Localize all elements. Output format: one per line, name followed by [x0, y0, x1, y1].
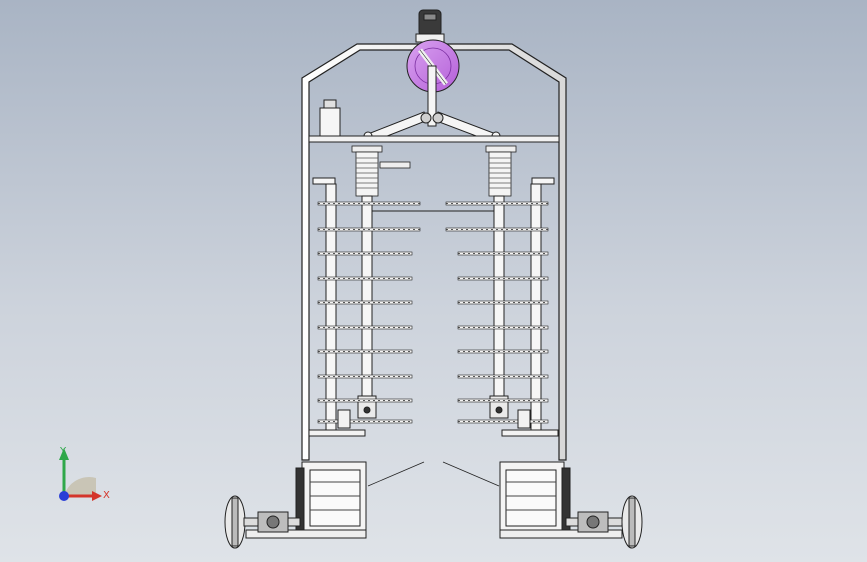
bottom-plates — [308, 409, 559, 437]
outer-frame — [301, 43, 567, 461]
right-roller-box — [499, 461, 571, 537]
control-box — [319, 99, 341, 137]
top-motor — [415, 9, 445, 43]
base-rails — [245, 529, 623, 539]
y-axis-label: Y — [59, 446, 67, 457]
linkage-arms — [363, 65, 501, 143]
crossbar — [308, 135, 560, 143]
axis-triad: Y X — [59, 446, 110, 501]
x-axis-label: X — [103, 490, 110, 501]
spring-left — [351, 145, 411, 197]
spring-right — [485, 145, 517, 197]
outer-rails — [312, 177, 555, 435]
tine-bars — [317, 201, 549, 424]
left-roller-box — [295, 461, 367, 537]
left-drive — [224, 495, 301, 549]
right-drive — [565, 495, 643, 549]
guide-lines — [367, 461, 500, 487]
